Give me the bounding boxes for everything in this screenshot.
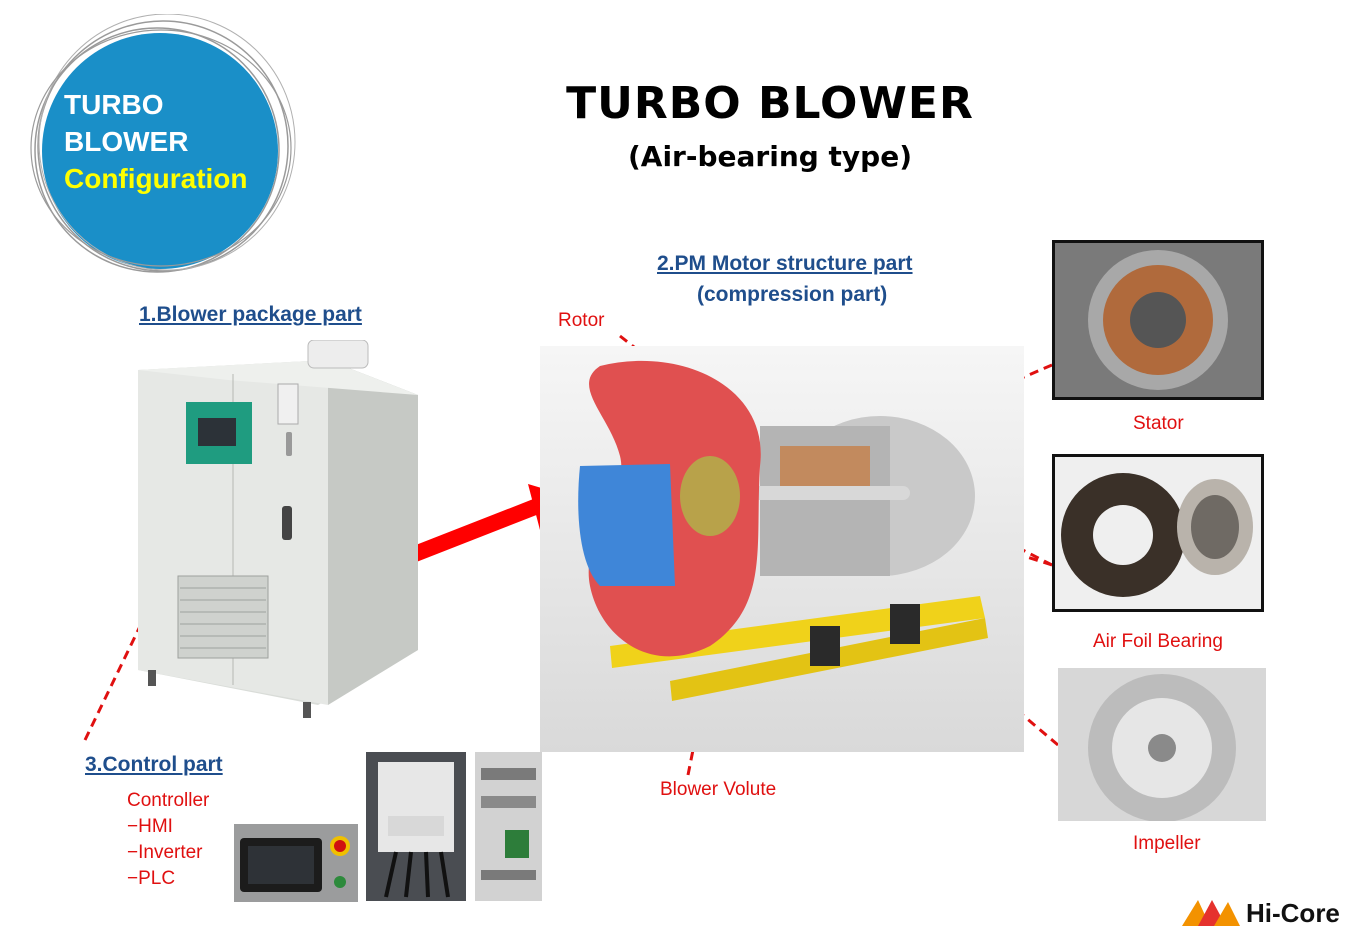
air-foil-bearing-image (1052, 454, 1264, 612)
air-foil-bearing-label: Air Foil Bearing (1093, 631, 1223, 652)
badge-line-1: TURBO (64, 89, 164, 120)
pm-motor-heading: 2.PM Motor structure part (657, 252, 913, 275)
badge-text: TURBO BLOWER Configuration (64, 86, 248, 197)
impeller-image (1058, 668, 1266, 821)
control-heading: 3.Control part (85, 753, 223, 776)
hi-core-logo-icon (1182, 900, 1240, 926)
inverter-image (366, 752, 466, 901)
pm-motor-subheading: (compression part) (697, 283, 888, 306)
stator-label: Stator (1133, 413, 1184, 434)
pm-motor-image (540, 346, 1024, 752)
logo-text: Hi-Core (1246, 898, 1340, 928)
blower-package-image (138, 340, 418, 718)
impeller-label: Impeller (1133, 833, 1201, 854)
control-item: −PLC (127, 868, 176, 889)
badge-circle (30, 14, 296, 273)
page-subtitle: (Air-bearing type) (627, 140, 913, 173)
control-item: Controller (127, 790, 210, 811)
blower-volute-label: Blower Volute (660, 779, 777, 800)
plc-image (475, 752, 542, 901)
badge-line-3: Configuration (64, 163, 248, 194)
control-item: −Inverter (127, 842, 203, 863)
control-item: −HMI (127, 816, 173, 837)
bearing-callout-line-2 (924, 498, 1053, 567)
control-items: Controller −HMI −Inverter −PLC (127, 788, 209, 892)
stator-image (1052, 240, 1264, 400)
badge-line-2: BLOWER (64, 126, 189, 157)
blower-package-heading: 1.Blower package part (139, 303, 362, 326)
hmi-image (234, 824, 358, 902)
rotor-label: Rotor (558, 310, 605, 331)
page-title: TURBO BLOWER (566, 78, 974, 129)
